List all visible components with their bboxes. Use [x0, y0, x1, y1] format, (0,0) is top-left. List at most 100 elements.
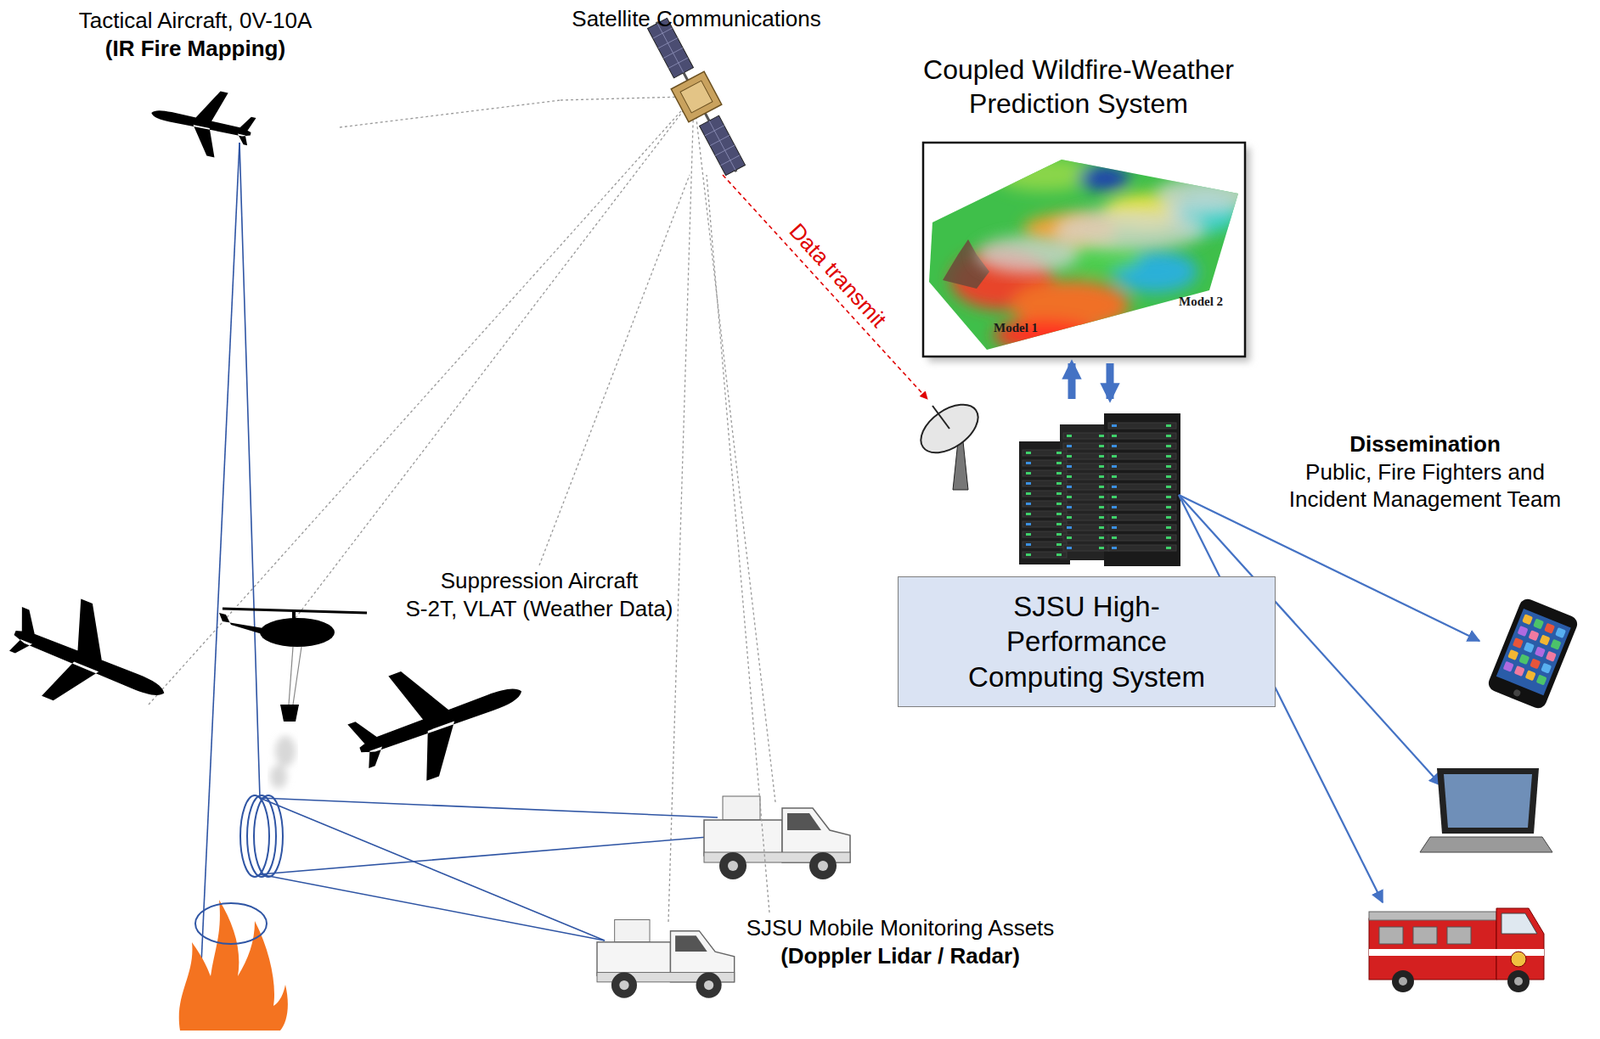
- suppression-aircraft: [0, 580, 186, 739]
- fire-engine: [1501, 913, 1538, 935]
- retardant-drop: [270, 736, 296, 789]
- satellite: [656, 22, 737, 173]
- smartphone: [1523, 642, 1535, 654]
- server-racks: [1063, 504, 1110, 511]
- monitoring-truck: [727, 861, 739, 872]
- monitoring-truck: [611, 973, 637, 999]
- server-racks: [1022, 531, 1067, 538]
- server-racks: [1066, 475, 1072, 479]
- server-racks: [1063, 545, 1110, 552]
- smartphone: [1507, 649, 1519, 661]
- server-racks: [1111, 424, 1117, 428]
- server-racks: [1063, 494, 1110, 501]
- server-racks: [1108, 473, 1177, 480]
- fire-engine: [1447, 927, 1471, 945]
- server-racks: [1066, 434, 1072, 438]
- smartphone: [1512, 637, 1524, 649]
- model-label: Model 1: [993, 321, 1038, 336]
- smartphone: [1486, 597, 1580, 712]
- server-racks: [1056, 543, 1062, 547]
- server-racks: [1022, 501, 1067, 508]
- server-racks: [1056, 553, 1062, 557]
- smartphone: [1554, 627, 1567, 639]
- node-heading: Coupled Wildfire-Weather Prediction Syst…: [891, 52, 1266, 121]
- helicopter: [219, 608, 367, 722]
- server-racks: [1108, 453, 1177, 460]
- node-heading: Suppression Aircraft: [404, 567, 675, 596]
- monitoring-truck: [817, 861, 829, 872]
- laptop: [1436, 768, 1539, 834]
- smartphone: [1540, 663, 1552, 675]
- helicopter: [219, 613, 265, 636]
- server-racks: [1025, 492, 1031, 496]
- smartphone: [1503, 614, 1567, 686]
- server-racks: [1056, 482, 1062, 485]
- server-racks: [1063, 443, 1110, 450]
- server-racks: [1066, 516, 1072, 519]
- server-racks: [1108, 524, 1177, 531]
- server-racks: [1111, 536, 1117, 540]
- fire-engine: [1507, 970, 1530, 993]
- comm-link: [706, 174, 770, 913]
- model-image: [1154, 176, 1257, 215]
- asset-label-group: Coupled Wildfire-Weather Prediction Syst…: [883, 50, 1274, 364]
- helicopter: [280, 704, 299, 722]
- sensor-beam: [259, 798, 718, 818]
- fire-engine: [1510, 952, 1527, 968]
- satellite: [670, 71, 722, 123]
- server-racks: [1098, 526, 1105, 530]
- suppression-aircraft: [337, 635, 540, 800]
- server-racks: [1025, 461, 1031, 465]
- server-racks: [1025, 543, 1031, 547]
- model-image: [976, 176, 1257, 274]
- node-heading: Dissemination: [1260, 430, 1590, 459]
- monitoring-truck: [809, 852, 837, 880]
- fire-engine: [1514, 977, 1523, 986]
- fire-engine: [1398, 977, 1408, 986]
- smartphone: [1512, 688, 1522, 698]
- monitoring-truck: [597, 920, 735, 999]
- node-subtext: S-2T, VLAT (Weather Data): [404, 595, 675, 624]
- model-label: Model 2: [1178, 294, 1223, 310]
- model-image: [1078, 166, 1130, 191]
- server-racks: [1056, 472, 1062, 475]
- server-racks: [1025, 523, 1031, 526]
- asset-label-group: Suppression AircraftS-2T, VLAT (Weather …: [399, 565, 680, 626]
- server-racks: [1166, 526, 1172, 530]
- satellite: [699, 115, 746, 175]
- fire-engine: [1379, 927, 1403, 945]
- server-racks: [1098, 475, 1105, 479]
- server-racks: [1098, 495, 1105, 499]
- smartphone: [1536, 675, 1548, 687]
- smartphone: [1532, 618, 1544, 630]
- server-racks: [1063, 514, 1110, 521]
- server-racks: [1098, 434, 1105, 438]
- sensor-beam: [239, 142, 260, 799]
- server-racks: [1111, 465, 1117, 468]
- helicopter: [288, 647, 293, 705]
- computing-box: SJSU High-Performance Computing System: [897, 399, 1276, 708]
- server-racks: [1108, 494, 1177, 501]
- server-racks: [1166, 516, 1172, 519]
- node-heading: SJSU Mobile Monitoring Assets: [743, 914, 1057, 943]
- server-racks: [1098, 506, 1105, 509]
- server-racks: [1108, 535, 1177, 541]
- monitoring-truck: [704, 980, 714, 991]
- server-racks: [1111, 445, 1117, 448]
- comm-line: [560, 96, 684, 101]
- server-racks: [1022, 450, 1067, 457]
- sensor-beam: [198, 142, 718, 1020]
- server-racks: [1066, 536, 1072, 540]
- server-racks: [1166, 546, 1172, 550]
- server-racks: [1022, 460, 1067, 467]
- server-racks: [1025, 472, 1031, 475]
- server-racks: [1098, 485, 1105, 489]
- server-racks: [1022, 480, 1067, 487]
- sensor-beam: [259, 874, 605, 941]
- node-subtext: (Doppler Lidar / Radar): [743, 942, 1057, 971]
- sensor-beam: [259, 836, 718, 875]
- tactical-aircraft: [145, 78, 260, 164]
- server-racks: [1108, 484, 1177, 491]
- tactical-aircraft: [145, 78, 260, 164]
